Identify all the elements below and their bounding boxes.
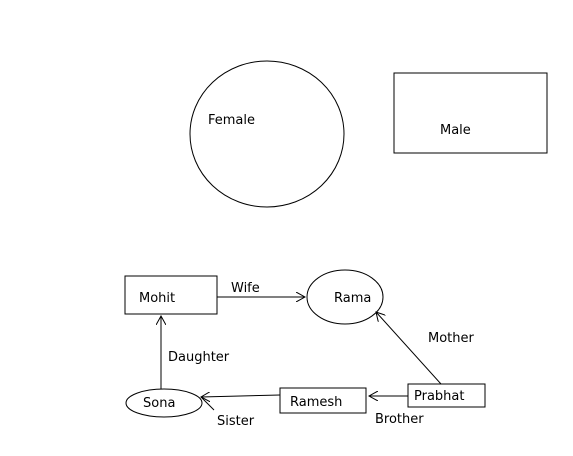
sona-ellipse xyxy=(125,388,203,418)
relation-brother-label: Brother xyxy=(375,412,424,427)
legend-male: Male xyxy=(393,72,548,154)
relation-wife-label: Wife xyxy=(231,281,260,296)
node-prabhat: Prabhat xyxy=(407,383,486,408)
edge-prabhat-rama xyxy=(376,312,442,385)
node-ramesh: Ramesh xyxy=(279,387,367,414)
node-rama: Rama xyxy=(306,269,384,325)
legend-female: Female xyxy=(189,60,345,208)
male-rectangle-symbol xyxy=(393,72,548,154)
edge-ramesh-sona xyxy=(201,395,281,397)
relation-daughter-label: Daughter xyxy=(168,350,230,365)
relation-mother-label: Mother xyxy=(428,331,475,346)
mohit-box xyxy=(124,275,218,315)
ramesh-label: Ramesh xyxy=(290,395,342,410)
rama-label: Rama xyxy=(334,291,371,306)
relation-sister-label: Sister xyxy=(217,414,255,429)
rama-ellipse xyxy=(306,269,384,325)
edge-sona-sister-pointer xyxy=(200,396,215,411)
node-mohit: Mohit xyxy=(124,275,218,315)
mohit-label: Mohit xyxy=(139,291,175,306)
female-label: Female xyxy=(208,113,255,128)
ramesh-box xyxy=(279,387,367,414)
male-label: Male xyxy=(440,123,471,138)
sona-label: Sona xyxy=(143,396,175,411)
node-sona: Sona xyxy=(125,388,203,418)
prabhat-label: Prabhat xyxy=(414,389,464,404)
female-circle-symbol xyxy=(189,60,345,208)
